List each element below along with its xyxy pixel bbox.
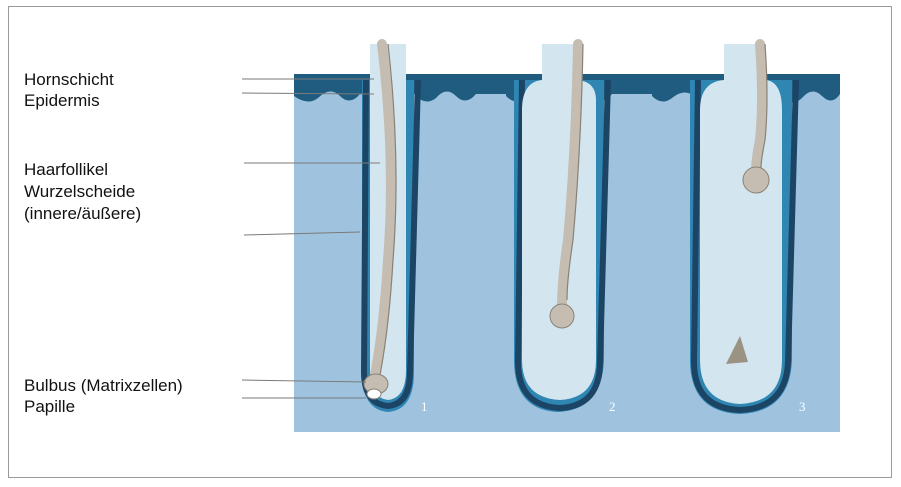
follicle-stage-3 [690, 44, 796, 414]
follicle-stage-1 [362, 44, 418, 412]
label-wurzelscheide-detail: (innere/äußere) [24, 204, 141, 224]
label-haarfollikel: Haarfollikel [24, 160, 108, 180]
follicle-stage-2 [514, 44, 608, 412]
club-hair-bulb-2 [550, 304, 574, 328]
hair-shaft-3 [756, 44, 762, 172]
stage-number-1: 1 [421, 399, 428, 414]
label-papille: Papille [24, 397, 75, 417]
club-hair-bulb-3 [743, 167, 769, 193]
stage-number-2: 2 [609, 399, 616, 414]
papille-1 [367, 389, 381, 399]
label-epidermis: Epidermis [24, 91, 100, 111]
label-bulbus: Bulbus (Matrixzellen) [24, 376, 183, 396]
label-hornschicht: Hornschicht [24, 70, 114, 90]
follicle-2-inner [522, 44, 596, 400]
stage-number-3: 3 [799, 399, 806, 414]
label-wurzelscheide: Wurzelscheide [24, 182, 135, 202]
